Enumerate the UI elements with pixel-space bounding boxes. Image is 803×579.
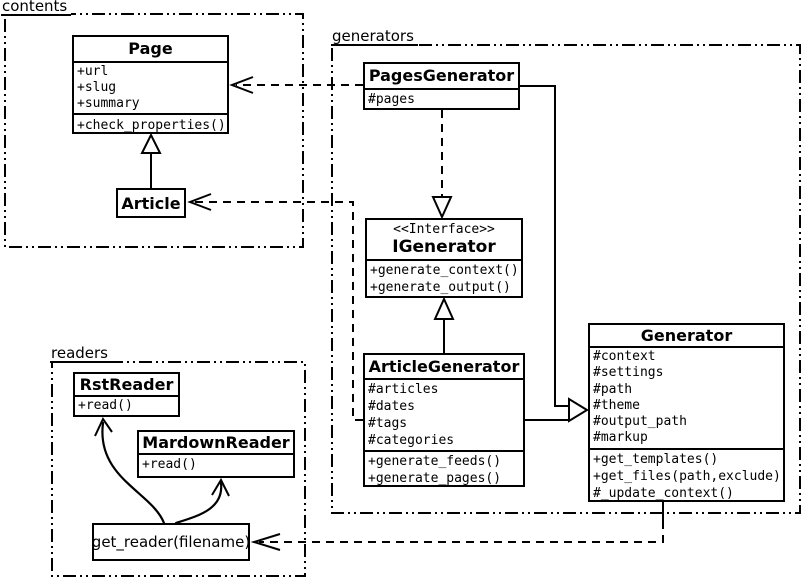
inheritance-arrowhead-page — [140, 132, 162, 154]
function-get-reader: get_reader(filename) — [92, 523, 250, 561]
attribute: #theme — [593, 397, 640, 413]
attribute: #context — [593, 349, 656, 364]
attribute: #path — [593, 381, 633, 397]
method: +read() — [142, 457, 197, 472]
class-igenerator-title: IGenerator — [392, 237, 496, 257]
package-label-readers: readers — [50, 346, 112, 363]
realization-arrowhead-igenerator — [431, 196, 453, 220]
package-label-generators: generators — [331, 29, 418, 46]
attribute: #output_path — [593, 414, 687, 430]
class-pagesgenerator-attributes: #pages — [365, 90, 518, 108]
class-generator-attributes: #context #settings #path #theme #output_… — [590, 348, 783, 450]
attribute: #settings — [593, 365, 664, 381]
method: +get_templates() — [593, 451, 719, 467]
class-articlegenerator: ArticleGenerator #articles #dates #tags … — [363, 353, 525, 487]
package-label-contents: contents — [1, 0, 72, 16]
arrowhead-rstreader — [94, 417, 113, 437]
class-pagesgenerator-title: PagesGenerator — [365, 64, 518, 90]
class-articlegenerator-title: ArticleGenerator — [365, 355, 523, 380]
class-generator-title: Generator — [590, 325, 783, 348]
dependency-arrowhead-page — [229, 76, 254, 94]
class-page-attributes: +url +slug +summary — [74, 63, 227, 115]
class-rstreader-methods: +read() — [75, 397, 178, 415]
attribute: +slug — [77, 80, 117, 95]
function-get-reader-label: get_reader(filename) — [92, 533, 250, 551]
inheritance-pagesgenerator-generator-line — [520, 85, 569, 407]
class-rstreader: RstReader +read() — [73, 372, 180, 417]
package-readers-border — [51, 361, 306, 577]
attribute: +summary — [77, 96, 140, 111]
attribute: #pages — [368, 92, 415, 107]
attribute: +url — [77, 64, 109, 79]
method: +generate_output() — [370, 280, 511, 295]
attribute: #articles — [368, 382, 439, 397]
class-igenerator: <<Interface>> IGenerator +generate_conte… — [365, 218, 523, 298]
class-articlegenerator-attributes: #articles #dates #tags #categories — [365, 380, 523, 452]
class-igenerator-methods: +generate_context() +generate_output() — [367, 261, 521, 296]
attribute: #tags — [368, 416, 408, 431]
inheritance-arrowhead-igenerator — [433, 296, 455, 320]
method: +read() — [78, 398, 133, 413]
stereotype-interface: <<Interface>> — [393, 222, 495, 237]
method: +generate_feeds() — [368, 454, 502, 469]
class-page-title: Page — [74, 37, 227, 63]
attribute: #markup — [593, 430, 648, 446]
attribute: #dates — [368, 399, 415, 414]
method: +check_properties() — [77, 118, 226, 133]
class-mardownreader-title: MardownReader — [139, 432, 293, 455]
inheritance-arrowhead-generator — [568, 397, 589, 423]
class-article: Article — [116, 188, 186, 218]
class-generator: Generator #context #settings #path #them… — [588, 323, 785, 502]
class-pagesgenerator: PagesGenerator #pages — [363, 62, 520, 110]
dependency-arrowhead-getreader — [250, 533, 281, 551]
class-generator-methods: +get_templates() +get_files(path,exclude… — [590, 450, 783, 501]
attribute: #categories — [368, 433, 455, 448]
method: +get_files(path,exclude) — [593, 468, 781, 484]
package-generators-border — [331, 44, 801, 514]
class-articlegenerator-methods: +generate_feeds() +generate_pages() — [365, 452, 523, 486]
method: +generate_pages() — [368, 471, 502, 486]
package-contents-border — [4, 13, 304, 248]
method: #_update_context() — [593, 485, 734, 501]
class-mardownreader-methods: +read() — [139, 455, 293, 475]
class-page: Page +url +slug +summary +check_properti… — [72, 35, 229, 134]
arrowhead-mardownreader — [211, 477, 230, 497]
dependency-articlegenerator-article-line — [194, 201, 363, 421]
method: +generate_context() — [370, 263, 519, 278]
class-rstreader-title: RstReader — [75, 374, 178, 397]
arrow-getreader-rstreader-line — [101, 421, 166, 525]
class-page-methods: +check_properties() — [74, 115, 227, 133]
class-igenerator-header: <<Interface>> IGenerator — [367, 220, 521, 261]
class-article-title: Article — [121, 193, 181, 213]
dependency-generator-getreader-line — [259, 521, 664, 543]
dependency-arrowhead-article — [187, 193, 212, 211]
arrow-getreader-mardownreader-line — [174, 481, 223, 525]
class-mardownreader: MardownReader +read() — [137, 430, 295, 478]
